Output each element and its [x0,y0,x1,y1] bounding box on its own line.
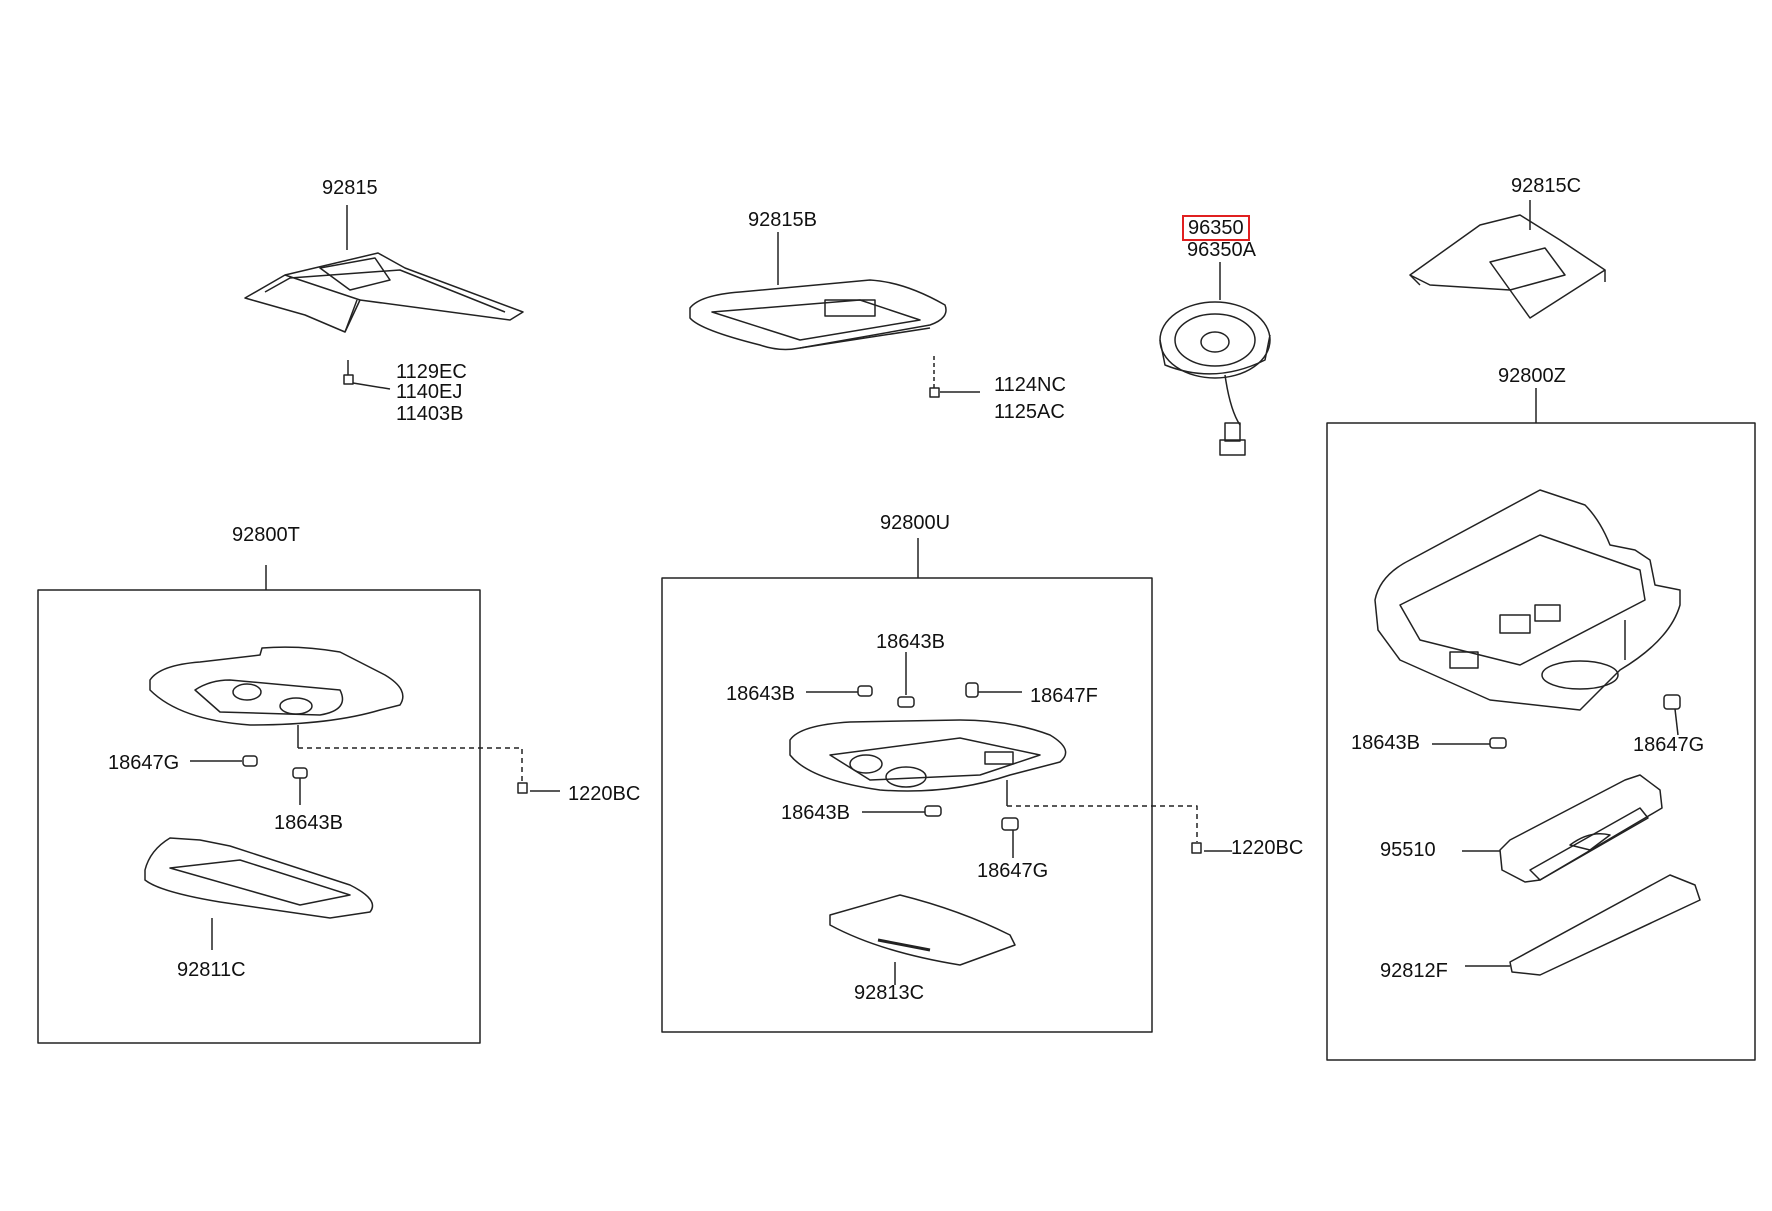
label-z-18643b: 18643B [1351,732,1420,754]
label-t-18647g: 18647G [108,752,180,774]
bulb-18643b-z [1432,737,1507,749]
console-92800u-part [789,719,1198,842]
label-z-18647g: 18647G [1633,734,1705,756]
label-92815b: 92815B [748,209,817,231]
label-1125ac: 1125AC [994,401,1065,423]
lamp-95510-part [1462,774,1663,883]
screw-1220bc-t [517,782,560,794]
label-92800t: 92800T [232,524,300,546]
screw-1124nc [929,355,980,398]
label-92800z: 92800Z [1498,365,1566,387]
lens-92812f-part [1465,874,1701,976]
label-t-18643b: 18643B [274,812,343,834]
bulb-18647g-z [1663,694,1681,736]
label-11403b: 11403B [396,403,464,425]
bulb-18643b-u-top [897,652,915,708]
label-u-18643b-top: 18643B [876,631,945,653]
label-92815c: 92815C [1511,175,1582,197]
bulb-18643b-u-left [806,685,873,697]
console-92800z-part [1374,489,1681,711]
label-92800u: 92800U [880,512,951,534]
screw-1220bc-u [1191,842,1232,854]
label-1124nc: 1124NC [994,374,1066,396]
label-u-92813c: 92813C [854,982,925,1004]
label-96350-highlighted[interactable]: 96350 [1182,215,1250,241]
bulb-18647g-t [190,755,258,767]
console-92800t-part [149,646,523,782]
speaker-96350-part [1159,262,1271,456]
label-t-1220bc: 1220BC [568,783,641,805]
label-u-18643b-left: 18643B [726,683,795,705]
lens-92811c-part [144,837,374,950]
bulb-18647f-u [965,682,1022,698]
bulb-18647g-u [1001,817,1019,858]
group-92800u-box [661,577,1153,1033]
bulb-18643b-u-mid [862,805,942,817]
bulb-18643b-t [292,767,308,805]
label-u-1220bc: 1220BC [1231,837,1304,859]
group-92800z-box [1326,422,1756,1061]
label-z-95510: 95510 [1380,839,1436,861]
group-92800t-box [37,589,481,1044]
label-u-18647f: 18647F [1030,685,1098,707]
plate-92815b-part [689,232,947,351]
label-u-18643b-mid: 18643B [781,802,850,824]
label-t-92811c: 92811C [177,959,246,981]
label-96350a: 96350A [1187,239,1256,261]
lens-92813c-part [829,894,1016,985]
label-1140ej: 1140EJ [396,381,463,403]
label-1129ec: 1129EC [396,361,467,383]
bracket-92815-part [244,205,524,333]
screw-1129ec [343,360,391,390]
label-z-92812f: 92812F [1380,960,1448,982]
label-u-18647g: 18647G [977,860,1049,882]
bracket-92815c-part [1409,200,1606,319]
label-92815: 92815 [322,177,378,199]
